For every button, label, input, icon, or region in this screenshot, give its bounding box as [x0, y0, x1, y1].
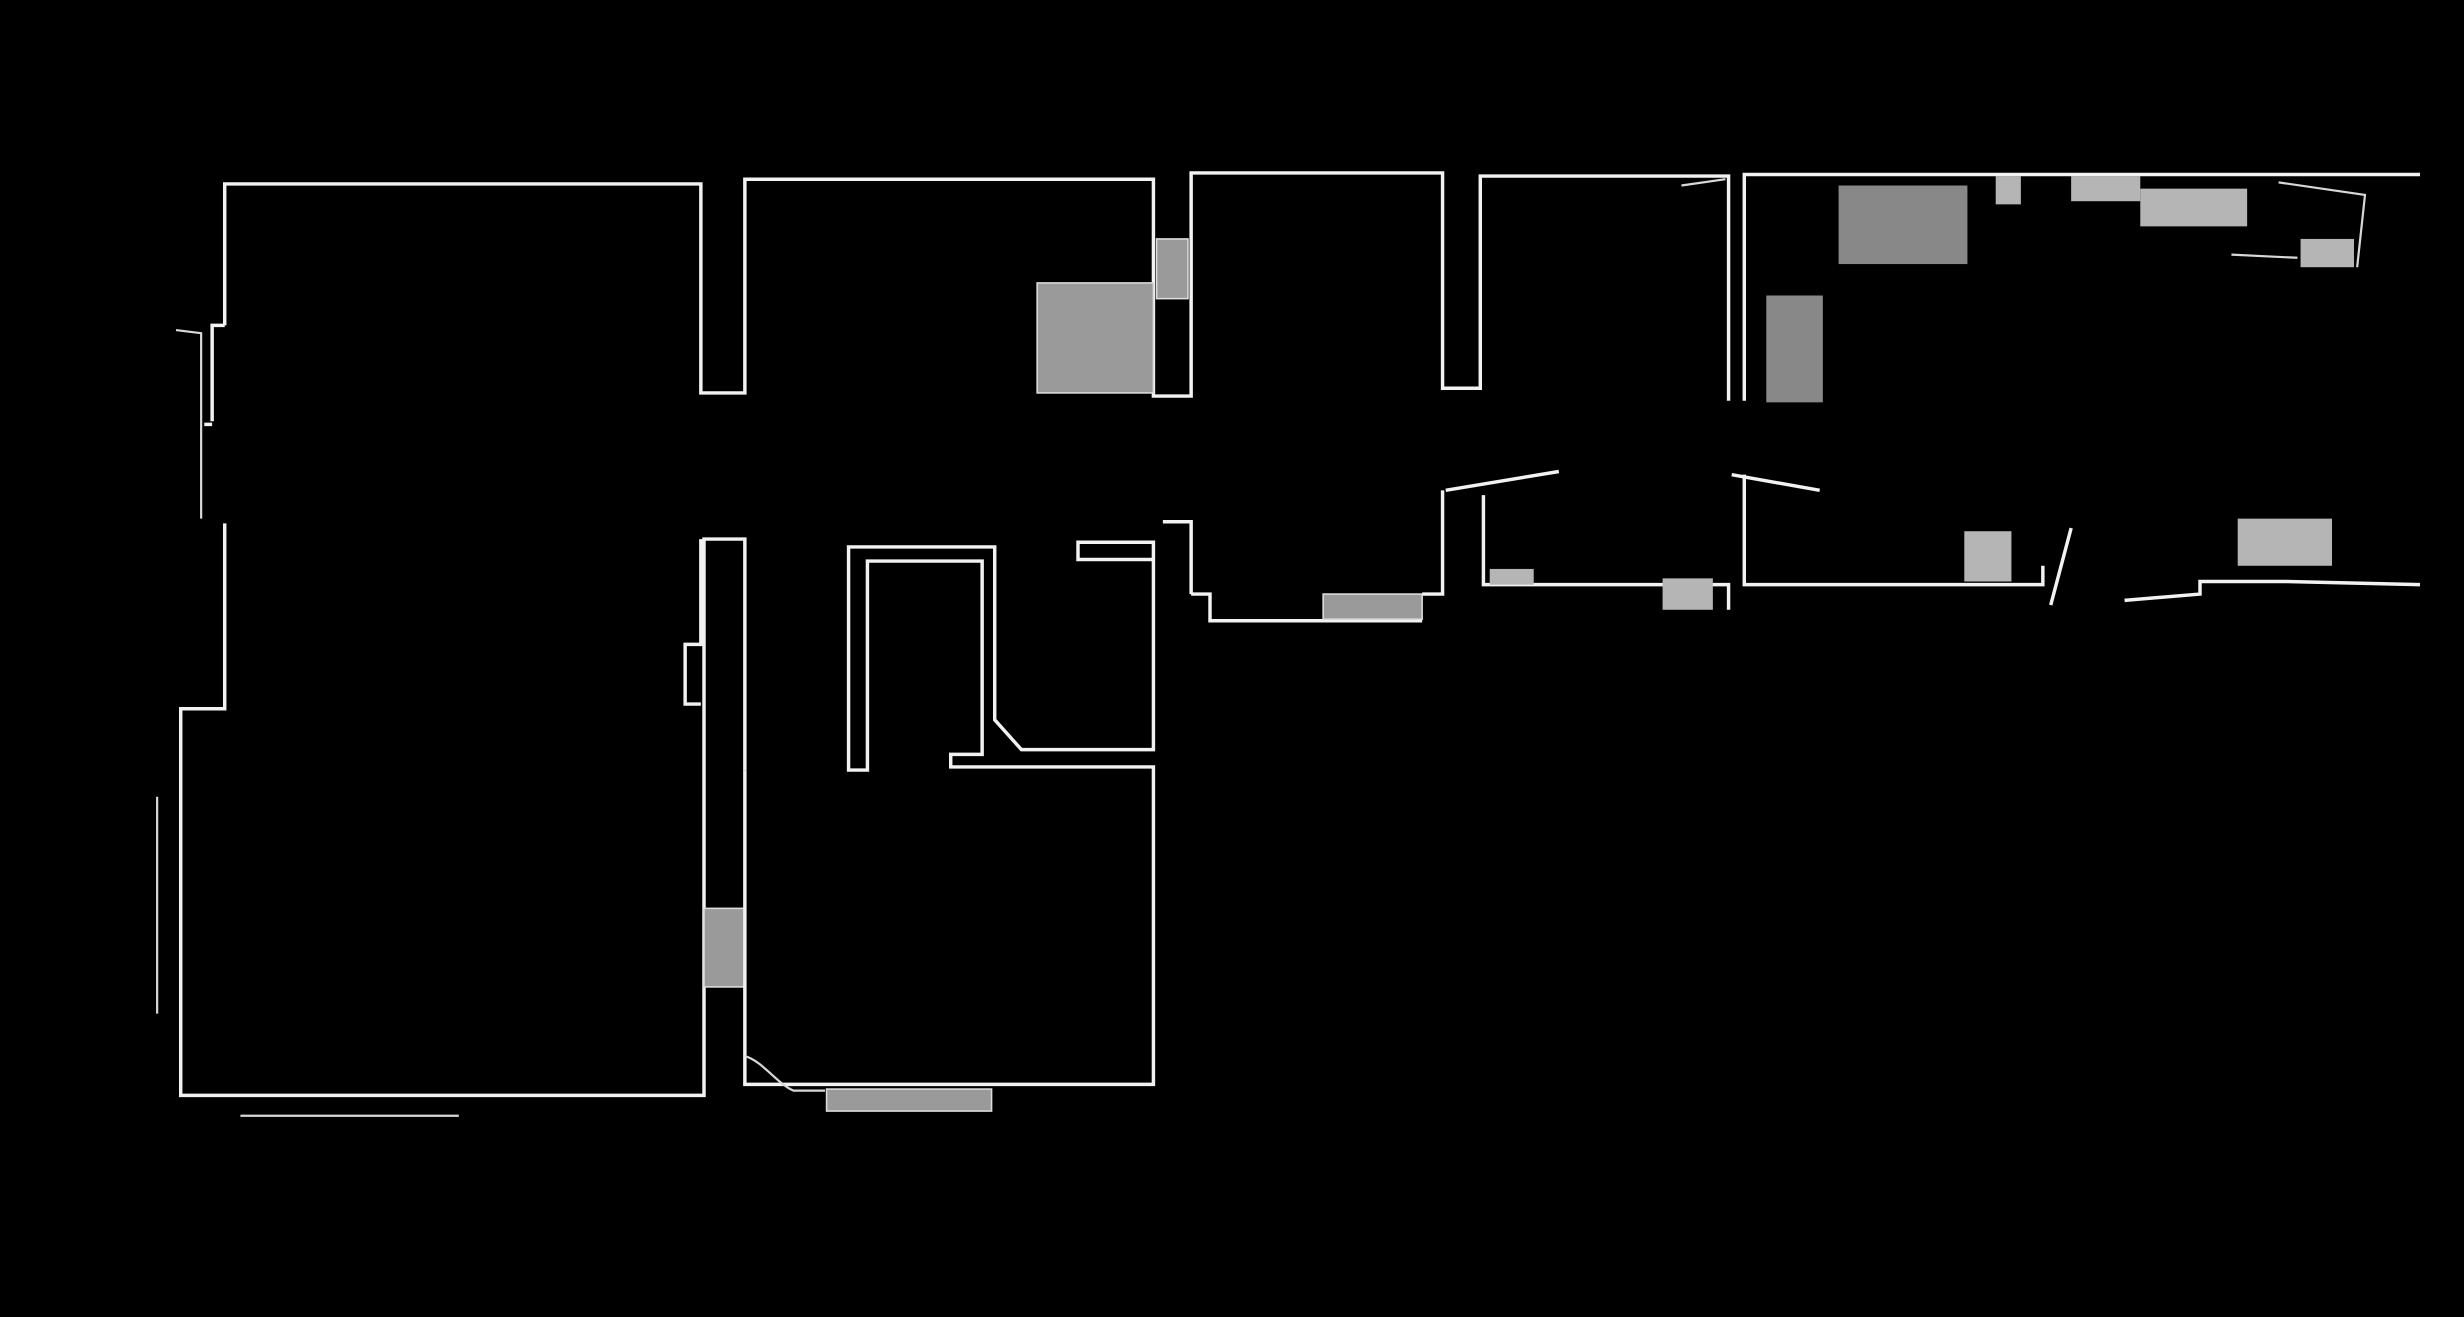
window-points — [156, 328, 459, 1117]
shelf-4 — [2300, 238, 2354, 268]
upper-corridor-wall — [222, 171, 2420, 401]
staircase-scan — [1036, 282, 1155, 394]
left-room-west-wall — [178, 323, 747, 1098]
furniture-1 — [1662, 578, 1713, 610]
table-scan — [1838, 185, 1968, 265]
room-f-wall — [2124, 579, 2421, 603]
left-room-wall — [222, 171, 1731, 401]
right-upper-wall — [1742, 172, 2420, 401]
furniture-3 — [2237, 518, 2332, 566]
left-room — [156, 323, 747, 1117]
shelf-1 — [1995, 176, 2021, 205]
shelf-3 — [2140, 188, 2248, 227]
room-c-furniture — [1322, 593, 1423, 620]
inner-wall-nub — [683, 539, 703, 706]
chair-scan — [1766, 295, 1823, 403]
middle-room-walls — [743, 520, 1193, 1087]
room-c-wall — [1191, 490, 1445, 623]
furniture-2 — [1964, 531, 2012, 582]
door-swing — [744, 1055, 825, 1092]
north-east-room-furniture — [1681, 176, 2367, 403]
room-e-wall — [1731, 472, 2073, 606]
room-d-wall — [1445, 469, 1731, 610]
wall-clutter — [1681, 178, 2367, 268]
window-scan — [825, 1088, 993, 1112]
doorway-scan — [703, 907, 746, 988]
staircase-side — [1155, 238, 1189, 300]
shelf-2 — [2071, 176, 2141, 202]
south-rooms — [1191, 469, 2421, 623]
middle-room — [743, 238, 1193, 1112]
furniture-4 — [1489, 568, 1534, 585]
